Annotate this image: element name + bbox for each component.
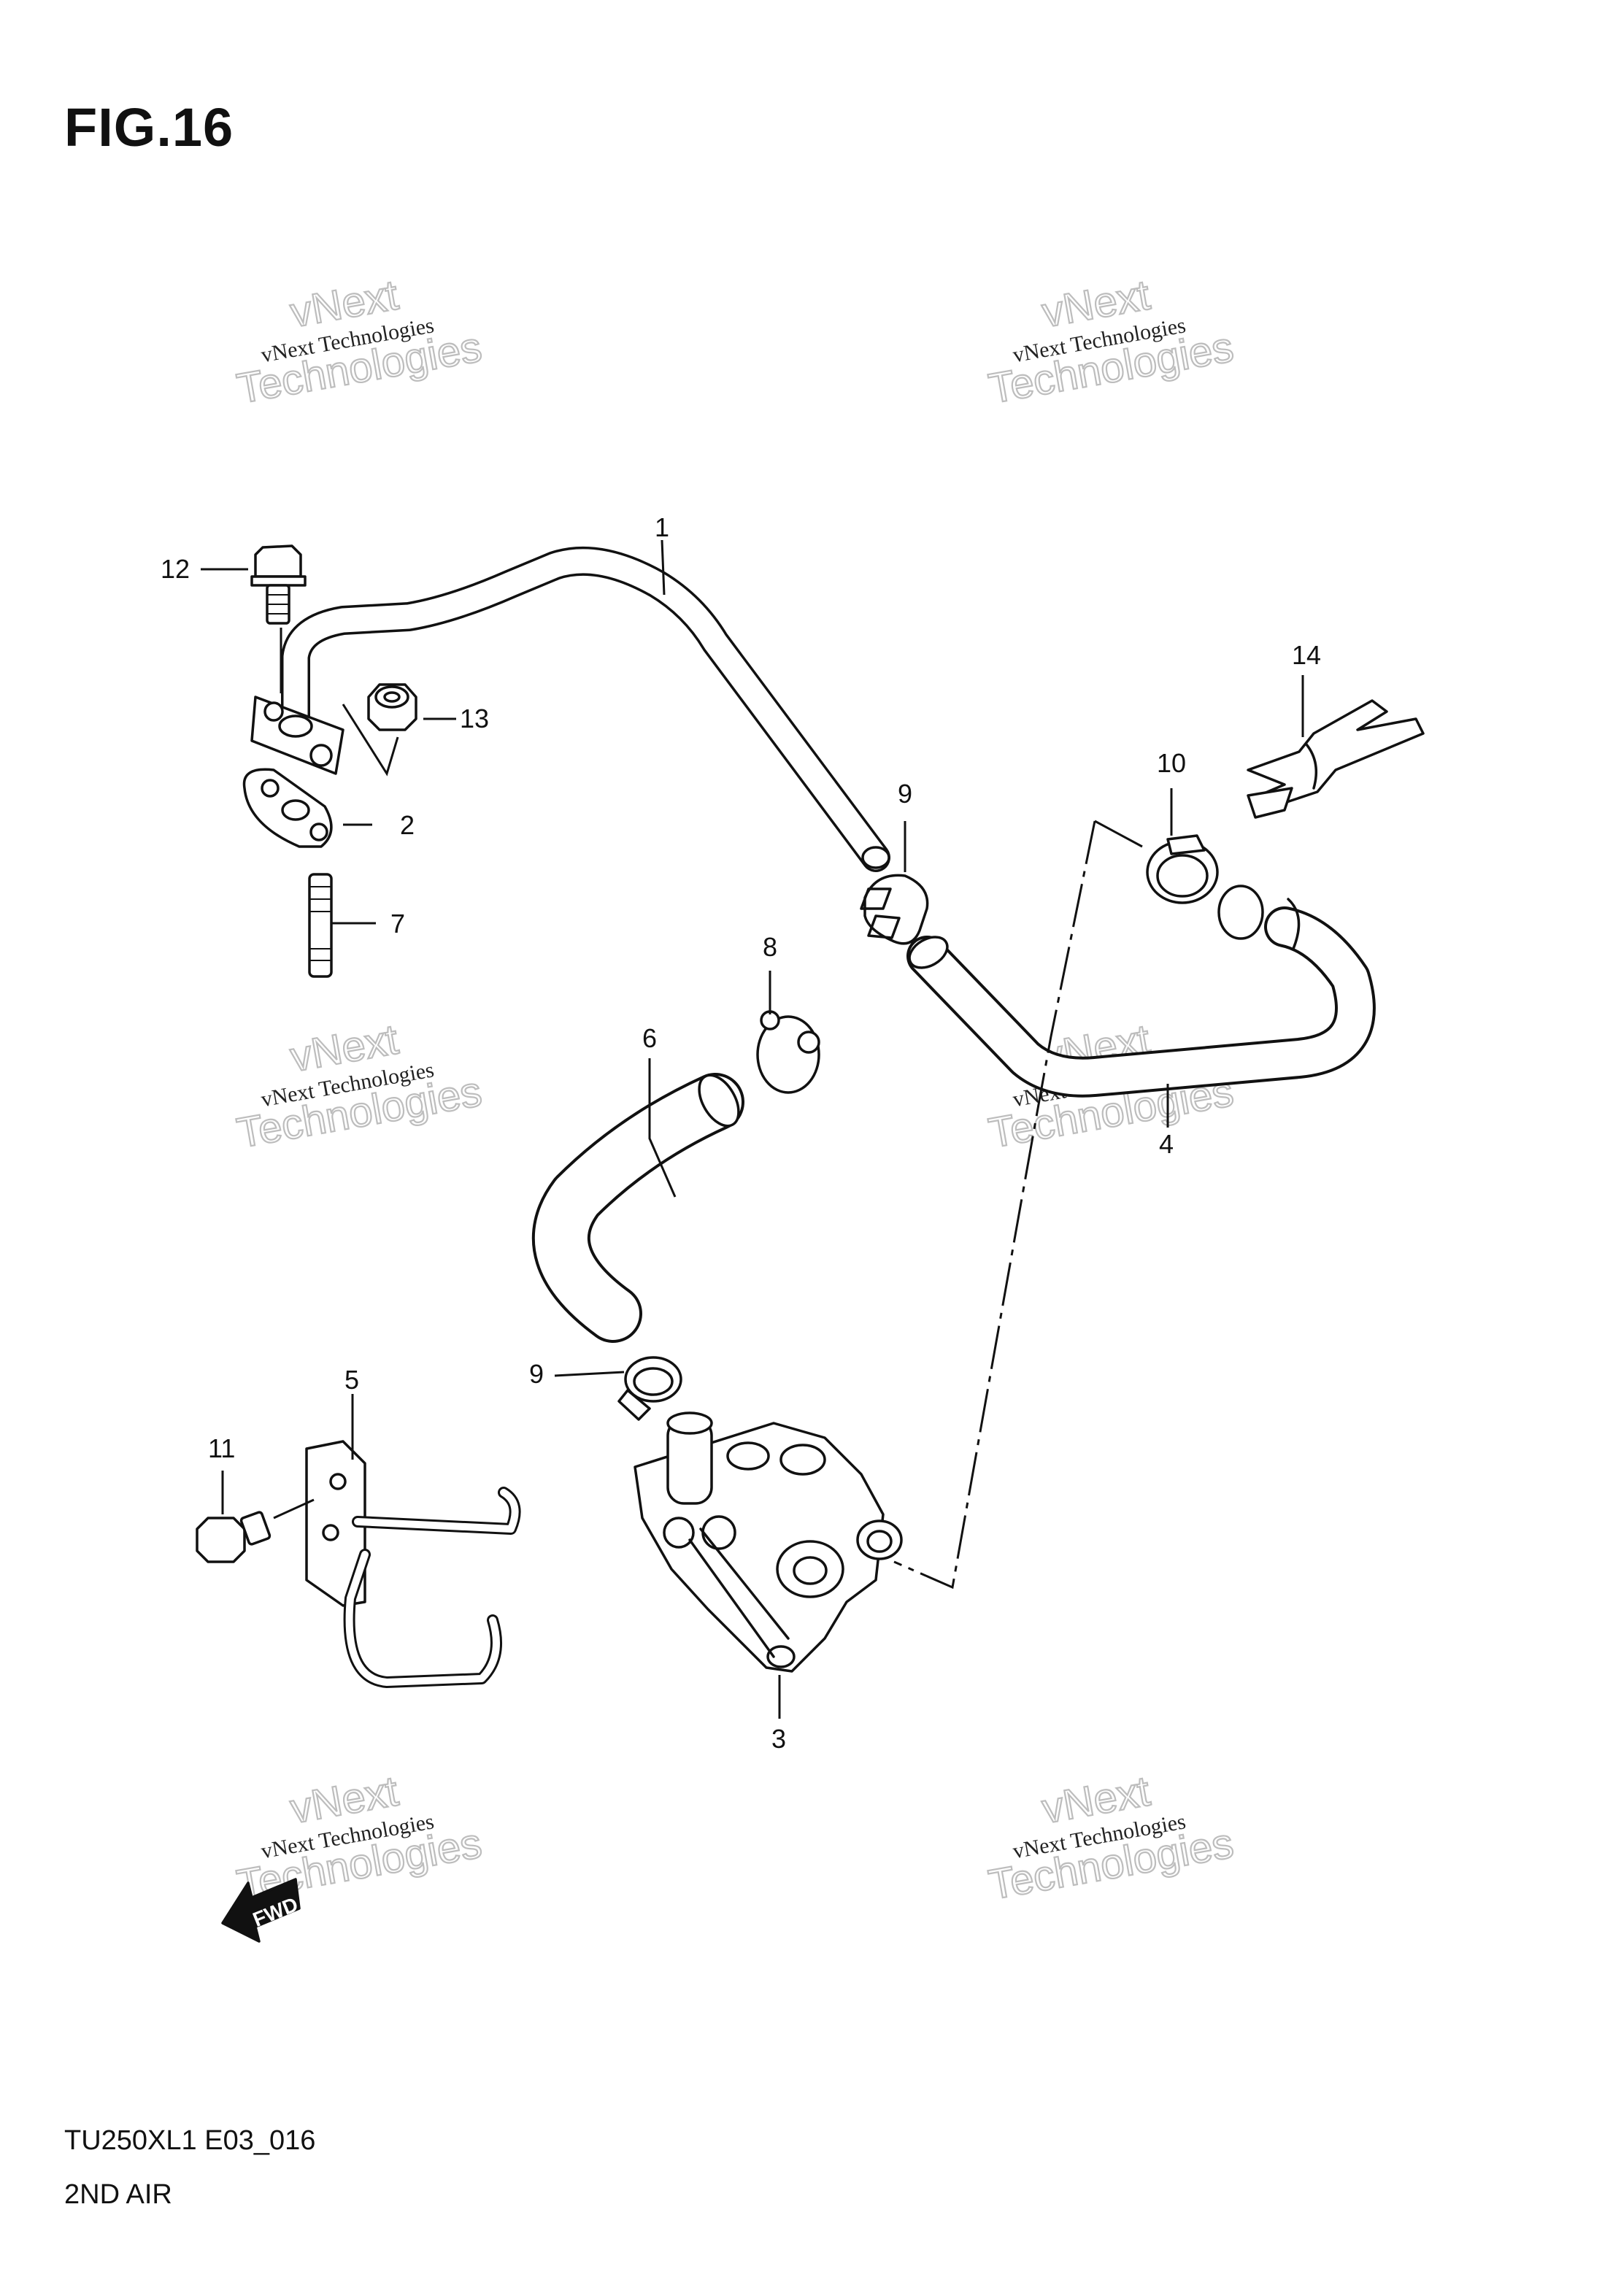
label-part-13: 13: [460, 704, 489, 733]
label-part-4: 4: [1159, 1129, 1174, 1159]
watermark-bottom-right: vNext Technologies vNext Technologies: [985, 1766, 1238, 1909]
label-part-6: 6: [642, 1023, 657, 1053]
part-3-valve: [634, 1411, 903, 1673]
label-part-9-bottom: 9: [529, 1359, 544, 1389]
label-part-12: 12: [161, 554, 190, 584]
part-13-nut: [342, 683, 417, 777]
part-8-cap: [756, 1010, 820, 1094]
part-2-gasket: [242, 768, 333, 848]
figure-title: FIG.16: [64, 97, 234, 158]
label-part-3: 3: [771, 1724, 786, 1754]
watermark-mid-left: vNext Technologies vNext Technologies: [233, 1014, 486, 1157]
figure-name: 2ND AIR: [64, 2179, 172, 2210]
part-14-clip: [1247, 699, 1425, 819]
model-code: TU250XL1 E03_016: [64, 2125, 316, 2156]
label-part-1: 1: [655, 512, 669, 542]
label-part-14: 14: [1292, 640, 1321, 670]
part-11-bolt: [196, 1498, 315, 1563]
part-4-hose: [906, 885, 1376, 1098]
label-part-10: 10: [1157, 748, 1186, 778]
label-part-5: 5: [344, 1365, 359, 1395]
part-7-stud: [308, 873, 333, 978]
fwd-arrow: FWD: [221, 1878, 301, 1943]
label-part-8: 8: [763, 932, 777, 962]
label-part-11: 11: [208, 1433, 235, 1463]
label-part-2: 2: [400, 810, 415, 840]
label-part-9-top: 9: [898, 779, 912, 809]
part-5-bracket: [305, 1440, 521, 1688]
leader-lines: [201, 539, 1304, 1719]
part-12-bolt: [250, 544, 307, 693]
watermark-top-left: vNext Technologies vNext Technologies: [233, 270, 486, 413]
part-6-hose: [531, 1073, 744, 1343]
label-part-7: 7: [390, 909, 405, 939]
part-9-clamp-top: [860, 874, 929, 945]
part-1-pipe: [250, 546, 890, 872]
part-9-clamp-bottom: [617, 1356, 682, 1421]
watermark-top-right: vNext Technologies vNext Technologies: [985, 270, 1238, 413]
part-10-clamp: [1094, 820, 1219, 904]
watermark-bottom-left: vNext Technologies vNext Technologies: [233, 1766, 486, 1909]
